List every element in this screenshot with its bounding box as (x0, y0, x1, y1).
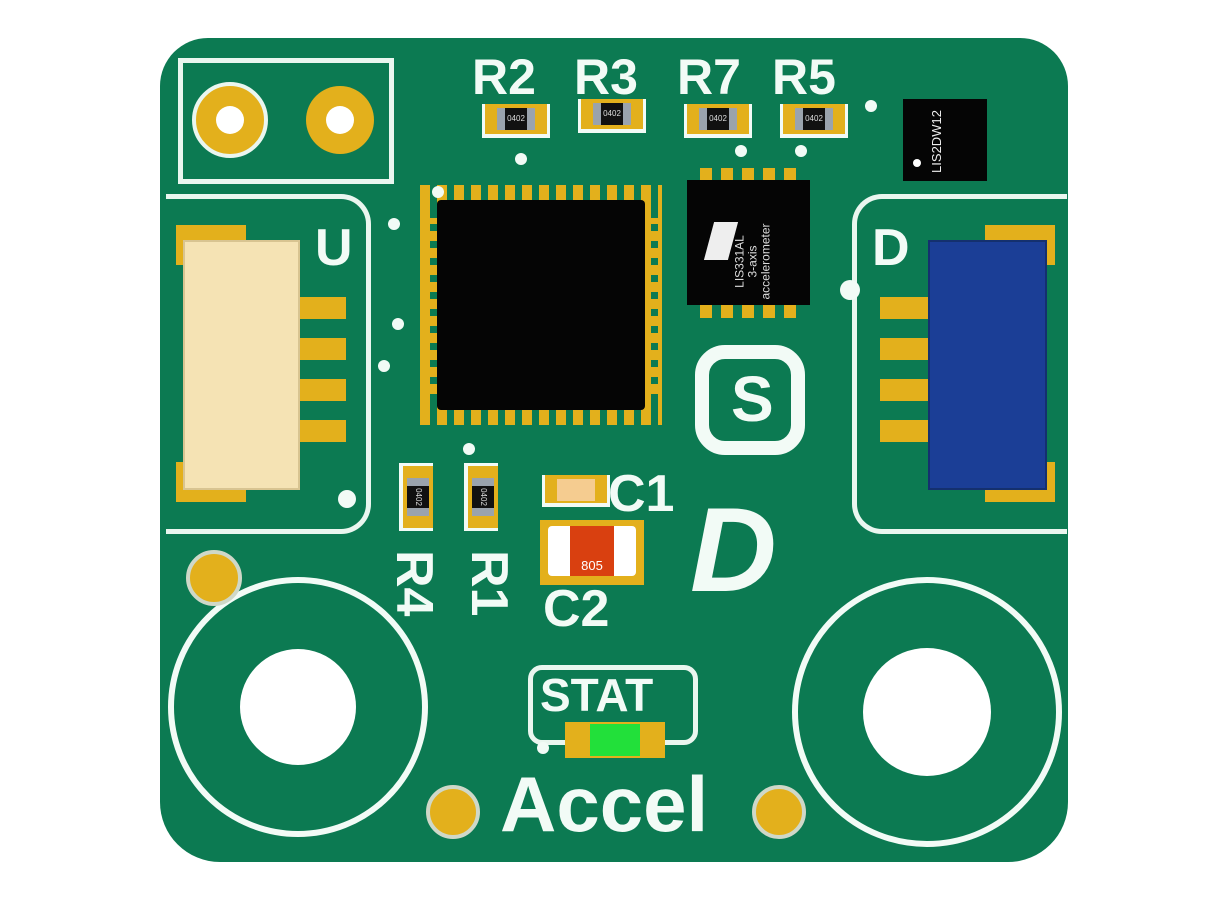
via-pad (752, 785, 806, 839)
led-stat (565, 722, 665, 758)
via (388, 218, 400, 230)
via-pad (426, 785, 480, 839)
label-c2: C2 (543, 580, 610, 638)
label-r4: R4 (385, 550, 443, 617)
header-outline (178, 58, 394, 184)
via (515, 153, 527, 165)
imu-lis2dw12: LIS2DW12 (903, 99, 987, 181)
connector-u-pins (298, 292, 346, 442)
via (432, 186, 444, 198)
via (378, 360, 390, 372)
label-c1: C1 (608, 465, 675, 523)
label-r1: R1 (460, 550, 518, 617)
via (338, 490, 356, 508)
label-r5: R5 (772, 49, 836, 105)
connector-d (928, 240, 1047, 490)
label-u: U (315, 219, 353, 277)
header-pin-1 (192, 82, 268, 158)
via (392, 318, 404, 330)
via (840, 280, 860, 300)
board-title: Accel (500, 760, 709, 848)
brand-logo: D (690, 483, 777, 617)
resistor-r1: 0402 (464, 463, 498, 531)
mounting-hole-left (168, 577, 428, 837)
label-r2: R2 (472, 49, 536, 105)
resistor-r3: 0402 (578, 99, 646, 133)
connector-d-pins (880, 292, 928, 442)
label-d: D (872, 219, 910, 277)
connector-u (183, 240, 300, 490)
via (463, 443, 475, 455)
via (537, 742, 549, 754)
label-r7: R7 (677, 49, 741, 105)
via (865, 100, 877, 112)
via-pad (186, 550, 242, 606)
mcu-chip (437, 200, 645, 410)
header-pin-2 (306, 86, 374, 154)
capacitor-c1 (542, 475, 610, 507)
resistor-r7: 0402 (684, 104, 752, 138)
resistor-r5: 0402 (780, 104, 848, 138)
via (735, 145, 747, 157)
mounting-hole-right (792, 577, 1062, 847)
logo-icon: S (695, 345, 805, 455)
connector-d-outline (852, 194, 1067, 534)
resistor-r4: 0402 (399, 463, 433, 531)
capacitor-c2: 805 (540, 520, 644, 585)
label-stat: STAT (540, 669, 654, 721)
resistor-r2: 0402 (482, 104, 550, 138)
connector-u-outline (166, 194, 371, 534)
via (795, 145, 807, 157)
label-r3: R3 (574, 49, 638, 105)
